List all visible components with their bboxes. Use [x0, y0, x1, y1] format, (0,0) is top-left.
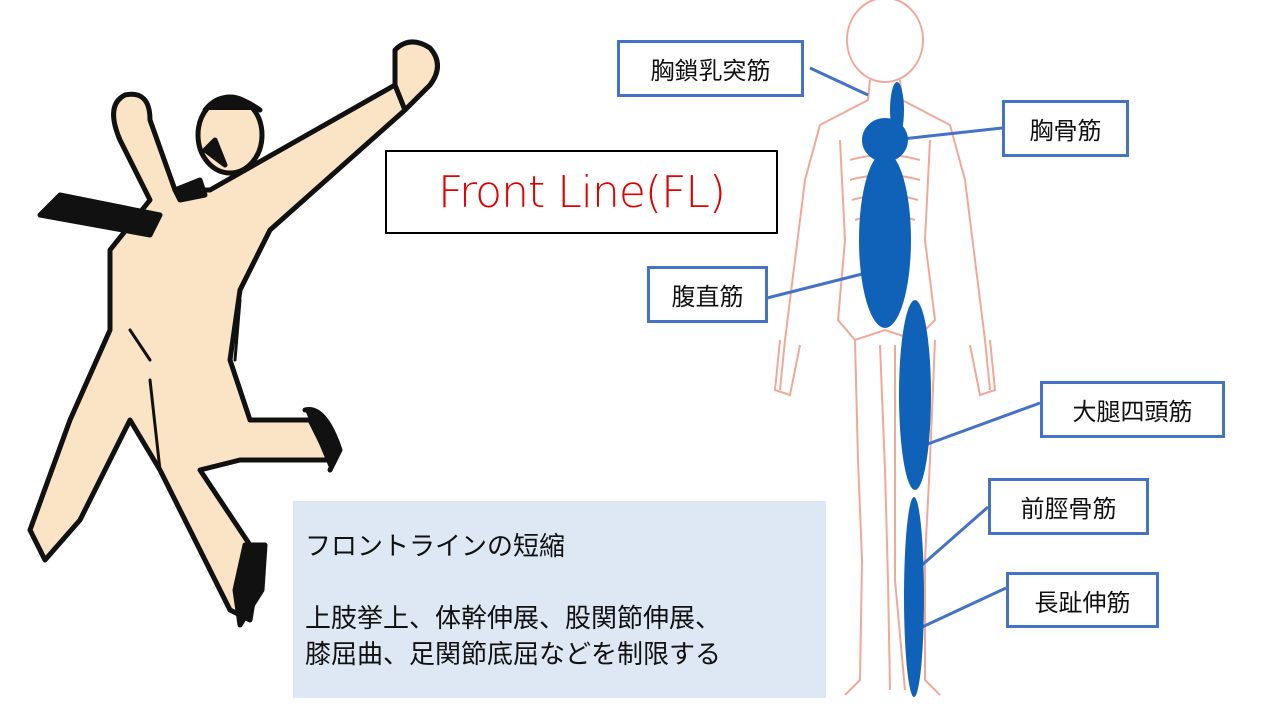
jumping-man-illustration	[27, 39, 440, 628]
label-quadriceps: 大腿四頭筋	[1040, 381, 1225, 438]
muscle-rectus-abdominis	[859, 152, 911, 328]
label-scm: 胸鎖乳突筋	[617, 40, 804, 97]
description-heading: フロントラインの短縮	[305, 532, 566, 562]
label-ext-digitorum-longus: 長趾伸筋	[1006, 572, 1159, 628]
label-connectors	[766, 66, 1041, 630]
muscle-lower-leg	[904, 497, 924, 697]
description-line: 膝屈曲、足関節底屈などを制限する	[305, 640, 722, 670]
label-sternalis: 胸骨筋	[1002, 100, 1129, 157]
description-box: フロントラインの短縮 上肢挙上、体幹伸展、股関節伸展、 膝屈曲、足関節底屈などを…	[293, 501, 826, 698]
title: Front Line(FL)	[437, 166, 726, 218]
muscle-sternalis	[862, 118, 908, 162]
label-tibialis-anterior: 前脛骨筋	[988, 478, 1149, 535]
description-line: 上肢挙上、体幹伸展、股関節伸展、	[305, 604, 722, 634]
muscle-quadriceps	[899, 300, 931, 490]
title-box: Front Line(FL)	[385, 150, 778, 234]
label-rectus-abdominis: 腹直筋	[647, 266, 768, 323]
